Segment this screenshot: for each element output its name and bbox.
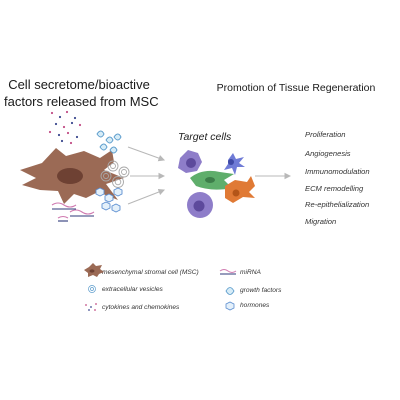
outcome-immunomodulation: Immunomodulation [305, 167, 370, 176]
legend-hormone-symbol [225, 301, 235, 311]
target-cells-cluster [178, 150, 255, 218]
legend-msc-label: mesenchymal stromal cell (MSC) [102, 269, 199, 276]
left-heading-line2: factors released from MSC [4, 94, 159, 109]
legend-growth-factors-label: growth factors [240, 287, 282, 294]
mirna-icon [51, 202, 95, 222]
left-heading: Cell secretome/bioactive factors release… [4, 76, 159, 110]
legend-mirna-symbol [219, 269, 237, 275]
legend-growth-factor-symbol [225, 287, 235, 295]
left-heading-line1: Cell secretome/bioactive [8, 77, 150, 92]
legend-cytokines-label: cytokines and chemokines [102, 304, 180, 311]
flow-arrows [127, 146, 292, 205]
legend-ev-label: extracellular vesicles [102, 286, 163, 293]
outcome-migration: Migration [305, 217, 337, 226]
right-heading: Promotion of Tissue Regeneration [216, 82, 376, 94]
growth-factor-icon [96, 130, 122, 154]
hormone-icon [95, 187, 123, 213]
outcome-angiogenesis: Angiogenesis [305, 149, 351, 158]
outcome-proliferation: Proliferation [305, 130, 346, 139]
legend-ev-symbol [88, 285, 96, 293]
legend-mirna-label: miRNA [240, 269, 261, 276]
outcome-re-epithelialization: Re-epithelialization [305, 200, 370, 209]
legend-msc-symbol [84, 263, 104, 277]
cytokine-dots-icon [48, 110, 82, 145]
outcome-ecm-remodelling: ECM remodelling [305, 184, 364, 193]
legend-hormones-label: hormones [240, 302, 270, 309]
target-cells-label: Target cells [178, 131, 232, 143]
legend-cytokine-symbol [85, 303, 97, 311]
